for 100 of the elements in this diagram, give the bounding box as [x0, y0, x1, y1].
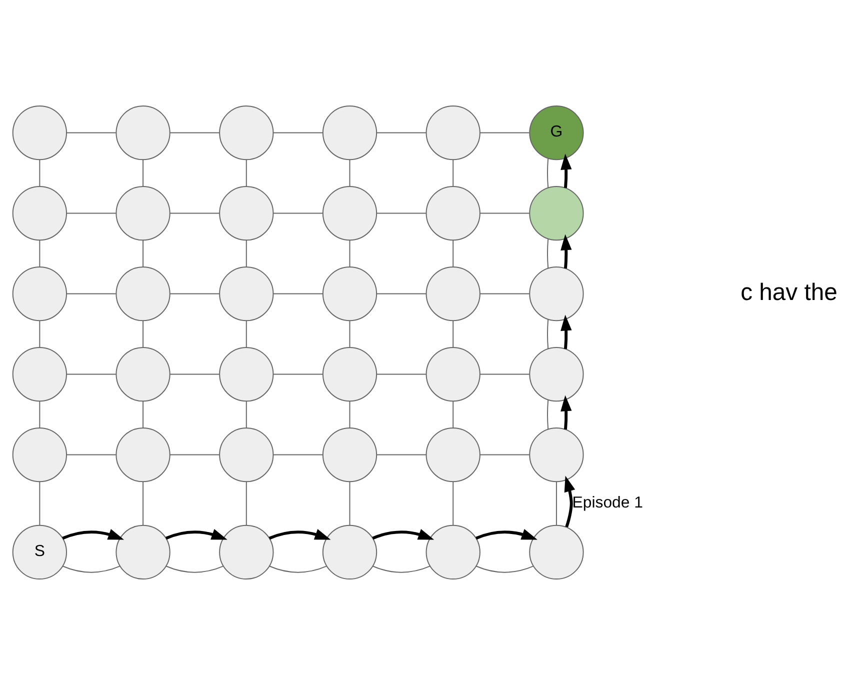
connector [480, 212, 530, 214]
arrow [560, 395, 572, 430]
arrow [476, 529, 538, 540]
node-circle [116, 186, 170, 241]
node-circle [426, 427, 480, 482]
connector [170, 132, 220, 134]
arrow [372, 529, 434, 540]
connector [39, 320, 40, 348]
node-circle [219, 524, 274, 580]
connector [556, 481, 557, 526]
connector [547, 319, 549, 350]
node-circle [116, 266, 170, 322]
node-circle [12, 427, 68, 482]
node-circle [426, 105, 480, 160]
connector [372, 566, 430, 573]
connector [142, 159, 144, 187]
connector [452, 240, 454, 268]
node-circle [322, 427, 378, 482]
connector [480, 293, 530, 294]
arrow [564, 476, 576, 528]
node-circle: G [529, 105, 584, 160]
connector [166, 566, 224, 573]
node-circle [12, 346, 68, 402]
node-circle [322, 266, 378, 322]
connector [376, 293, 426, 294]
connector [547, 158, 549, 188]
arrow [268, 529, 331, 540]
connector [246, 481, 247, 526]
arrow [560, 154, 572, 188]
connector [376, 454, 426, 456]
connector [246, 159, 247, 187]
connector [272, 212, 324, 214]
connector [66, 293, 116, 294]
node-circle [529, 346, 584, 402]
connector [452, 400, 454, 428]
connector [349, 159, 350, 187]
arrow [560, 234, 572, 269]
connector [452, 481, 454, 526]
connector [376, 374, 426, 375]
node-circle [322, 524, 378, 580]
node-circle [219, 266, 274, 322]
node-circle [322, 186, 378, 241]
connector [142, 320, 144, 348]
node-circle: S [12, 524, 68, 580]
connector [39, 481, 40, 526]
connector [246, 320, 247, 348]
node-circle [116, 346, 170, 402]
node-circle [322, 105, 378, 160]
connector [452, 320, 454, 348]
connector [246, 400, 247, 428]
node-circle [426, 266, 480, 322]
arrow [560, 314, 572, 350]
arrow [62, 529, 124, 540]
connector [170, 293, 220, 294]
connector [66, 132, 116, 134]
connector [349, 320, 350, 348]
connector [272, 293, 324, 294]
connector [376, 212, 426, 214]
connector [142, 400, 144, 428]
node-circle [529, 266, 584, 322]
connector [39, 240, 40, 268]
edge-label: Episode 1 [572, 494, 643, 512]
connector [480, 374, 530, 375]
node-circle [219, 346, 274, 402]
connector [376, 132, 426, 134]
connector [170, 454, 220, 456]
connector [272, 374, 324, 375]
node-circle [426, 524, 480, 580]
node-circle [529, 186, 584, 241]
connector [66, 374, 116, 375]
connector [170, 374, 220, 375]
node-circle [116, 427, 170, 482]
node-circle [12, 266, 68, 322]
connector [246, 240, 247, 268]
connector [62, 566, 120, 573]
connector [272, 132, 324, 134]
node-circle [12, 186, 68, 241]
connector [39, 159, 40, 187]
node-circle [426, 346, 480, 402]
label: c hav the [740, 278, 838, 306]
node-circle [116, 524, 170, 580]
connector [66, 212, 116, 214]
connector [268, 566, 328, 573]
connector [547, 238, 549, 269]
connector [272, 454, 324, 456]
connector [142, 240, 144, 268]
node-circle [529, 427, 584, 482]
connector [480, 132, 530, 134]
node-circle [529, 524, 584, 580]
connector [170, 212, 220, 214]
node-circle [219, 186, 274, 241]
connector [476, 566, 534, 573]
connector [480, 454, 530, 456]
node-circle [116, 105, 170, 160]
connector [547, 400, 549, 430]
connector [349, 400, 350, 428]
connector [349, 481, 350, 526]
connector [142, 481, 144, 526]
node-circle [426, 186, 480, 241]
connector [66, 454, 116, 456]
